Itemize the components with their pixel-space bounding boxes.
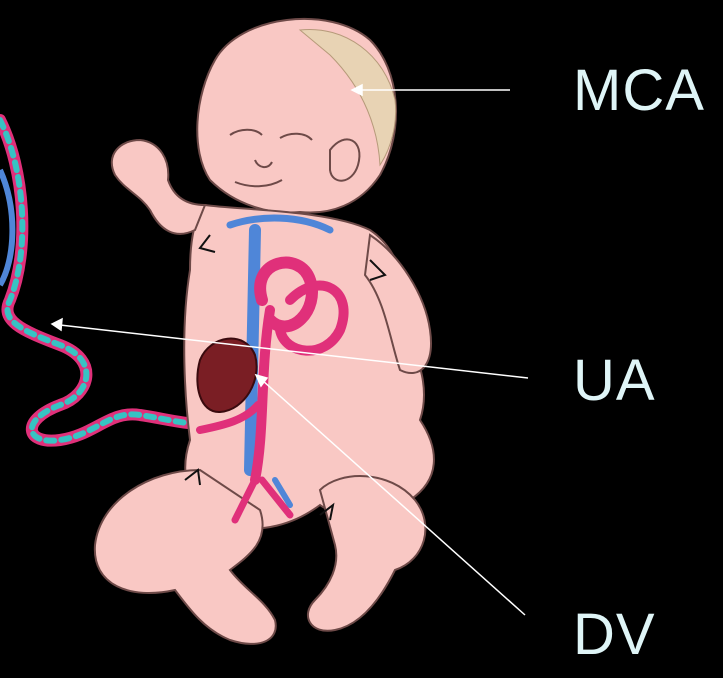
mca-label: MCA — [573, 62, 705, 120]
dv-label: DV — [573, 606, 656, 664]
ua-label: UA — [573, 352, 656, 410]
ua-arrowhead-icon — [52, 319, 62, 330]
